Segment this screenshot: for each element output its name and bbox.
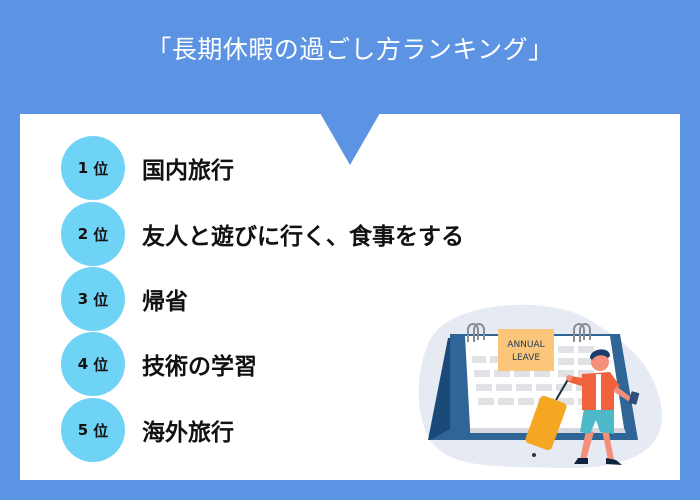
rank-label: 友人と遊びに行く、食事をする — [142, 224, 464, 250]
svg-text:LEAVE: LEAVE — [512, 353, 540, 363]
calendar-rings — [467, 323, 591, 342]
rank-label: 帰省 — [142, 289, 188, 315]
rank-label: 国内旅行 — [142, 158, 234, 184]
page-title: 「長期休暇の過ごし方ランキング」 — [146, 35, 554, 64]
rank-label: 技術の学習 — [142, 354, 257, 380]
rank-label: 海外旅行 — [142, 420, 234, 446]
traveler-figure — [566, 349, 640, 465]
svg-text:ANNUAL: ANNUAL — [507, 340, 544, 350]
annual-leave-illustration: ANNUAL LEAVE — [418, 304, 663, 469]
annual-leave-note — [498, 329, 554, 371]
pointer-triangle — [320, 113, 380, 165]
